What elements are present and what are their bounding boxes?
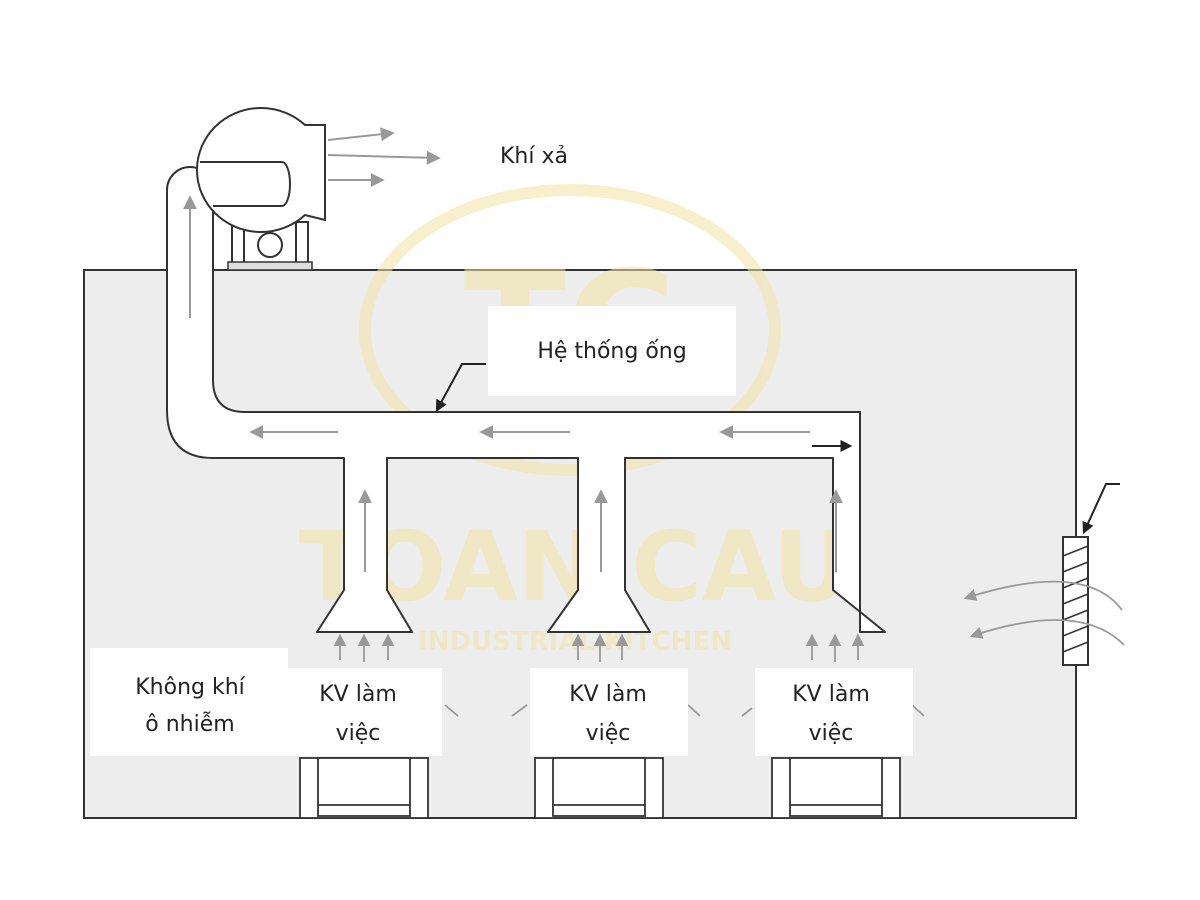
work-area-3-line1: KV làm	[792, 682, 870, 707]
duct-system	[166, 166, 886, 633]
duct-label-pointer	[435, 363, 486, 413]
work-area-1-line2: việc	[336, 721, 381, 746]
wall-louver-icon	[1062, 483, 1120, 666]
work-area-3-line2: việc	[809, 721, 854, 746]
duct-system-label: Hệ thống ống	[537, 339, 686, 364]
watermark: TC TOAN CAU INDUSTRIAL KITCHEN	[299, 184, 851, 657]
work-area-2-line2: việc	[586, 721, 631, 746]
fresh-air-arrows	[963, 580, 1125, 646]
polluted-air-line1: Không khí	[135, 675, 245, 700]
duct-flow-arrows	[183, 195, 843, 572]
fan-blower-icon	[196, 107, 326, 271]
work-area-3: KV làm việc	[755, 668, 913, 756]
polluted-air-line2: ô nhiễm	[145, 711, 234, 737]
work-area-1-line1: KV làm	[319, 682, 397, 707]
work-area-2-line1: KV làm	[569, 682, 647, 707]
work-area-2: KV làm việc	[530, 668, 688, 756]
exhaust-label: Khí xả	[500, 144, 568, 169]
duct-label-box	[488, 306, 736, 396]
hood-suction-arrows	[333, 633, 925, 717]
work-tables	[299, 757, 901, 819]
work-area-1: KV làm việc	[287, 668, 442, 756]
exhaust-arrows	[327, 127, 441, 187]
polluted-label-box	[90, 648, 288, 756]
